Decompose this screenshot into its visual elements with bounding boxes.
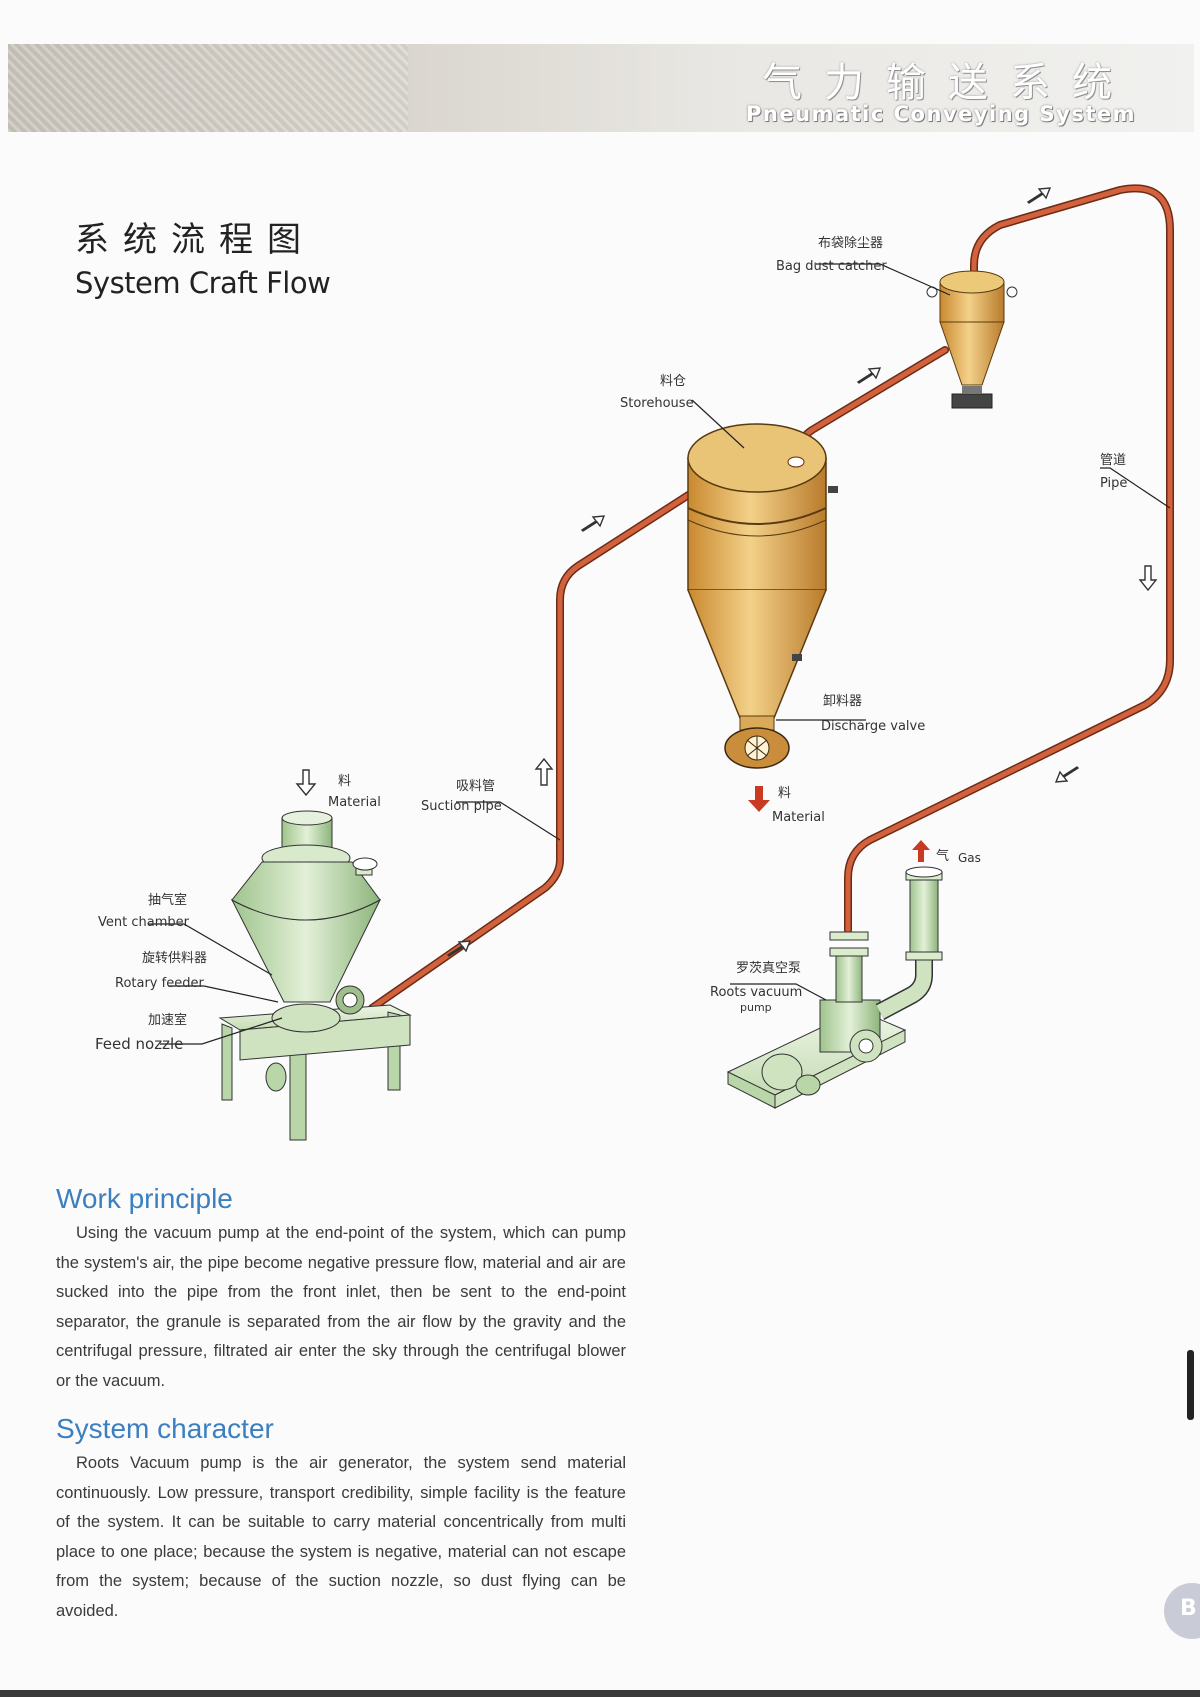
banner-title-cn: 气力输送系统 <box>762 60 1134 106</box>
label-material-out-en: Material <box>772 810 825 825</box>
arrow-down-icon <box>1138 565 1158 592</box>
work-principle-heading: Work principle <box>56 1183 233 1214</box>
label-discharge-valve-en: Discharge valve <box>821 719 925 734</box>
process-flow-diagram: 料 Material 抽气室 Vent chamber 旋转供料器 Rotary… <box>95 184 1174 1141</box>
label-storehouse-cn: 料仓 <box>660 374 686 389</box>
label-gas-cn: 气 <box>936 848 949 864</box>
roots-vacuum-pump <box>726 866 943 1109</box>
work-principle-body: Using the vacuum pump at the end-point o… <box>56 1224 626 1390</box>
system-character-section: System character Roots Vacuum pump is th… <box>56 1413 626 1626</box>
label-roots-en-2: pump <box>740 1001 772 1014</box>
arrow-up-right-icon <box>1026 187 1052 204</box>
leader-lines <box>148 263 1171 1045</box>
bottom-rule <box>0 1690 1200 1697</box>
label-bag-dust-cn: 布袋除尘器 <box>818 236 883 251</box>
flow-title-en: System Craft Flow <box>75 266 331 300</box>
suction-pipe <box>368 490 694 1012</box>
page-badge-letter: B <box>1180 1596 1197 1621</box>
label-vent-chamber-en: Vent chamber <box>98 915 190 930</box>
edge-mark <box>1187 1350 1194 1420</box>
page-badge: B <box>1164 1583 1200 1639</box>
material-out-arrow-icon <box>748 786 770 812</box>
label-pipe-en: Pipe <box>1100 476 1127 491</box>
work-principle-section: Work principle Using the vacuum pump at … <box>56 1183 626 1396</box>
label-discharge-valve-cn: 卸料器 <box>823 693 862 709</box>
label-material-top-en: Material <box>328 795 381 810</box>
label-roots-en-1: Roots vacuum <box>710 985 802 1000</box>
flow-title-cn: 系统流程图 <box>75 220 315 260</box>
arrow-up-right-icon <box>446 940 472 957</box>
system-character-body: Roots Vacuum pump is the air generator, … <box>56 1454 626 1620</box>
label-storehouse-en: Storehouse <box>620 396 694 411</box>
label-rotary-feeder-cn: 旋转供料器 <box>142 951 207 966</box>
bag-dust-catcher <box>926 270 1018 409</box>
label-suction-pipe-cn: 吸料管 <box>456 779 495 794</box>
arrow-up-icon <box>534 757 554 786</box>
label-gas-en: Gas <box>958 851 981 865</box>
label-pipe-cn: 管道 <box>1100 453 1126 468</box>
label-rotary-feeder-en: Rotary feeder <box>115 976 204 991</box>
banner-title-en: Pneumatic Conveying System <box>746 102 1136 126</box>
arrow-down-left-icon <box>1054 766 1080 783</box>
diagram-labels: 料 Material 抽气室 Vent chamber 旋转供料器 Rotary… <box>95 236 1127 1053</box>
label-feed-nozzle-cn: 加速室 <box>148 1012 187 1028</box>
label-bag-dust-en: Bag dust catcher <box>776 259 887 274</box>
arrow-up-right-icon <box>580 515 606 532</box>
storehouse-silo <box>687 423 838 769</box>
label-suction-pipe-en: Suction pipe <box>421 799 502 814</box>
label-vent-chamber-cn: 抽气室 <box>148 892 187 908</box>
banner-texture <box>8 44 408 132</box>
material-feeder <box>218 810 412 1141</box>
flow-arrows <box>295 187 1158 957</box>
arrow-down-material-in-icon <box>295 769 317 797</box>
label-roots-cn: 罗茨真空泵 <box>736 961 801 976</box>
return-pipe <box>844 184 1174 934</box>
header-banner: 气力输送系统 Pneumatic Conveying System <box>8 44 1194 132</box>
arrow-up-right-icon <box>856 367 882 384</box>
label-feed-nozzle-en: Feed nozzle <box>95 1035 183 1053</box>
label-material-out-cn: 料 <box>778 786 791 801</box>
gas-out-arrow-icon <box>912 840 930 862</box>
system-character-heading: System character <box>56 1413 274 1444</box>
label-material-top-cn: 料 <box>338 774 351 789</box>
